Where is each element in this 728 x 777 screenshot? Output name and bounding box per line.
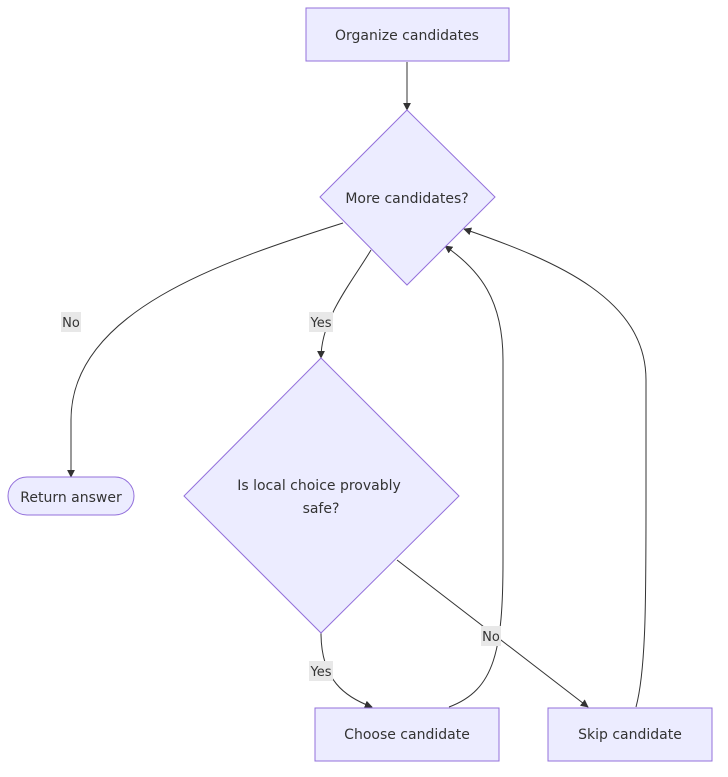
svg-text:safe?: safe? bbox=[303, 501, 340, 517]
svg-text:More candidates?: More candidates? bbox=[345, 191, 468, 207]
svg-text:Return answer: Return answer bbox=[20, 490, 122, 506]
node-return-answer: Return answer bbox=[7, 476, 135, 516]
edge-label-more-no: No bbox=[61, 312, 81, 332]
edge-more-to-safe bbox=[317, 249, 372, 359]
node-is-local-choice-safe-decision: Is local choice provably safe? bbox=[183, 357, 460, 634]
svg-text:Yes: Yes bbox=[310, 665, 332, 680]
node-choose-candidate: Choose candidate bbox=[314, 707, 500, 762]
node-more-candidates-decision: More candidates? bbox=[319, 109, 496, 286]
svg-text:Yes: Yes bbox=[310, 316, 332, 331]
edge-label-safe-no: No bbox=[481, 626, 501, 646]
edge-label-more-yes: Yes bbox=[309, 312, 333, 332]
svg-text:Organize candidates: Organize candidates bbox=[335, 28, 479, 44]
svg-text:No: No bbox=[62, 316, 80, 331]
svg-text:Is local choice provably: Is local choice provably bbox=[237, 478, 401, 494]
node-skip-candidate: Skip candidate bbox=[547, 707, 713, 762]
node-organize-candidates: Organize candidates bbox=[305, 7, 510, 62]
edge-more-to-return bbox=[67, 222, 344, 478]
edge-skip-to-more bbox=[463, 227, 647, 708]
svg-text:No: No bbox=[482, 630, 500, 645]
svg-text:Skip candidate: Skip candidate bbox=[578, 727, 682, 743]
edge-label-safe-yes: Yes bbox=[309, 661, 333, 681]
edge-choose-to-more bbox=[444, 245, 504, 708]
svg-text:Choose candidate: Choose candidate bbox=[344, 727, 470, 743]
edge-safe-to-choose bbox=[320, 632, 373, 709]
